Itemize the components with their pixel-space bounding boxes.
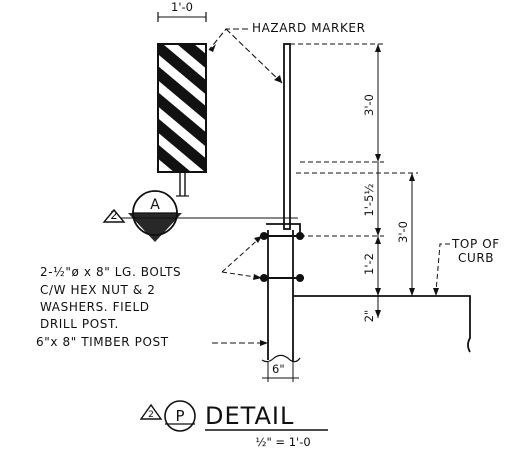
title-scale: ½" = 1'-0 xyxy=(255,435,310,449)
marker-width-dim: 1'-0 xyxy=(171,0,193,14)
striped-marker-panel xyxy=(157,43,207,173)
title-detail-letter: P xyxy=(175,407,184,425)
detail-title: 2 P DETAIL ½" = 1'-0 xyxy=(139,400,328,449)
dim-lower-segment: 1'-2 xyxy=(362,253,376,275)
dim-upper-segment: 1'-5½ xyxy=(362,183,376,216)
dimensions: 3'-0 1'-5½ 1'-2 2" 3'-0 xyxy=(362,44,415,322)
hazard-marker-callout: HAZARD MARKER xyxy=(208,21,366,84)
hazard-marker-label: HAZARD MARKER xyxy=(252,21,366,35)
title-detail-word: DETAIL xyxy=(205,402,294,430)
callout-letter: A xyxy=(150,197,160,213)
timber-post-label: 6"x 8" TIMBER POST xyxy=(36,335,169,349)
lower-bolt xyxy=(260,274,304,282)
top-of-curb-label-line1: TOP OF xyxy=(451,237,500,251)
top-of-curb-label-line2: CURB xyxy=(458,251,494,265)
title-rev-number: 2 xyxy=(148,410,154,420)
bolts-note: 2-½"ø x 8" LG. BOLTS C/W HEX NUT & 2 WAS… xyxy=(40,235,263,331)
curb xyxy=(293,295,471,353)
upper-bolt xyxy=(260,232,304,240)
timber-post xyxy=(266,223,301,362)
marker-front-view: 1'-0 xyxy=(157,0,207,197)
callout-rev-number: 2 xyxy=(110,208,117,222)
post-width-dim: 6" xyxy=(262,362,299,382)
marker-plate-edge xyxy=(283,43,291,230)
dim-post-top-from-curb: 2" xyxy=(362,310,376,323)
dim-overall-above-curb: 3'-0 xyxy=(396,221,410,243)
bolts-note-line1: 2-½"ø x 8" LG. BOLTS xyxy=(40,265,181,279)
section-callout: 2 A xyxy=(102,190,182,242)
timber-post-note: 6"x 8" TIMBER POST xyxy=(36,335,268,349)
bolts-note-line2: C/W HEX NUT & 2 xyxy=(40,283,155,297)
top-of-curb-callout: TOP OF CURB xyxy=(433,237,500,296)
section-view xyxy=(120,43,471,363)
dim-marker-height: 3'-0 xyxy=(362,94,376,116)
bolts-note-line4: DRILL POST. xyxy=(40,317,119,331)
post-width-label: 6" xyxy=(272,362,285,376)
bolts-note-line3: WASHERS. FIELD xyxy=(40,300,150,314)
